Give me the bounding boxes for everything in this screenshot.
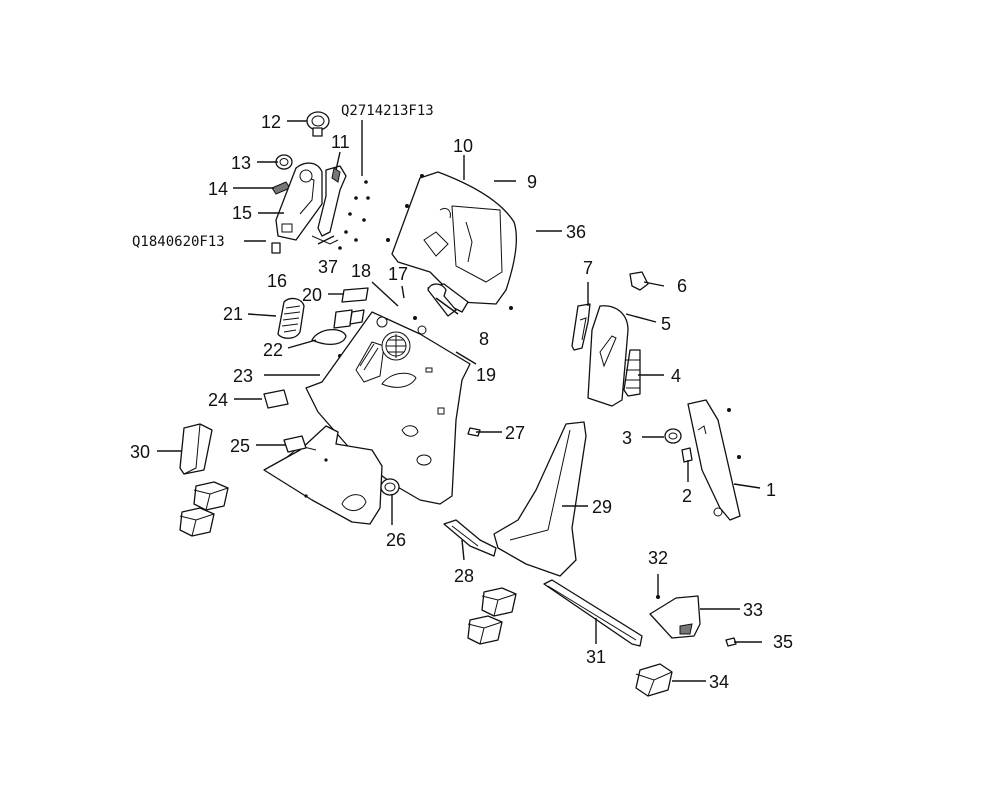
part-2-clip [681, 447, 693, 463]
callout-14: 14 [208, 179, 228, 199]
part-21-grille [277, 297, 305, 339]
part-1-pillar-trim [687, 399, 741, 521]
callout-27: 27 [505, 423, 525, 443]
part-20-pad [333, 287, 369, 329]
callout-19: 19 [476, 365, 496, 385]
foam-blocks-left [179, 481, 229, 537]
callout-35: 35 [773, 632, 793, 652]
part-27-screw [467, 427, 481, 437]
part-35-clip [725, 637, 737, 647]
part-11-bracket [311, 165, 347, 245]
callout-labels: 1 2 3 4 5 6 7 8 9 10 11 12 13 14 15 16 1… [130, 112, 793, 692]
part-26-grommet [380, 478, 400, 496]
part-3-cap [664, 428, 682, 444]
callout-20: 20 [302, 285, 322, 305]
leader-lines [157, 120, 762, 682]
part-6-clip [629, 271, 649, 291]
callout-12: 12 [261, 112, 281, 132]
callout-37: 37 [318, 257, 338, 277]
callout-31: 31 [586, 647, 606, 667]
callout-34: 34 [709, 672, 729, 692]
callout-16: 16 [267, 271, 287, 291]
callout-18: 18 [351, 261, 371, 281]
callout-5: 5 [661, 314, 671, 334]
callout-8: 8 [479, 329, 489, 349]
callout-28: 28 [454, 566, 474, 586]
part-28-sill-strip [443, 519, 497, 557]
part-22-cover [311, 329, 347, 346]
callout-15: 15 [232, 203, 252, 223]
callout-1: 1 [766, 480, 776, 500]
callout-11: 11 [331, 132, 350, 152]
callout-26: 26 [386, 530, 406, 550]
callout-9: 9 [527, 172, 537, 192]
callout-24: 24 [208, 390, 228, 410]
callout-25: 25 [230, 436, 250, 456]
callout-4: 4 [671, 366, 681, 386]
callout-6: 6 [677, 276, 687, 296]
part-34-block [635, 663, 673, 697]
foam-blocks-center [467, 587, 517, 645]
callout-10: 10 [453, 136, 473, 156]
callout-2: 2 [682, 486, 692, 506]
callout-36: 36 [566, 222, 586, 242]
callout-30: 30 [130, 442, 150, 462]
part-16-tab [271, 242, 281, 254]
part-10-upper-quarter-trim [391, 171, 518, 313]
fastener-dots [338, 174, 741, 599]
part-13-ring [275, 154, 293, 170]
part-15-upper-pillar-trim [275, 162, 323, 241]
callout-7: 7 [583, 258, 593, 278]
part-5-pillar-trim [587, 305, 629, 407]
callout-17: 17 [388, 264, 408, 284]
part-24-block [263, 389, 289, 409]
part-31-long-sill [543, 579, 643, 647]
part-4-bracket [623, 349, 641, 397]
part-25-lower-trim [263, 425, 383, 525]
part-33-trim [649, 595, 701, 639]
callout-23: 23 [233, 366, 253, 386]
callout-3: 3 [622, 428, 632, 448]
part-code-left: Q1840620F13 [132, 234, 225, 250]
part-code-labels: Q2714213F13 Q1840620F13 [132, 103, 434, 250]
callout-32: 32 [648, 548, 668, 568]
callout-13: 13 [231, 153, 251, 173]
callout-29: 29 [592, 497, 612, 517]
part-30-block [179, 423, 213, 475]
callout-21: 21 [223, 304, 243, 324]
part-23-main-quarter-trim [305, 311, 471, 505]
part-12-knob [306, 111, 330, 137]
callout-33: 33 [743, 600, 763, 620]
part-code-top: Q2714213F13 [341, 103, 434, 119]
callout-22: 22 [263, 340, 283, 360]
part-29-pillar-lower-trim [493, 421, 587, 577]
part-7-strip [571, 303, 591, 351]
